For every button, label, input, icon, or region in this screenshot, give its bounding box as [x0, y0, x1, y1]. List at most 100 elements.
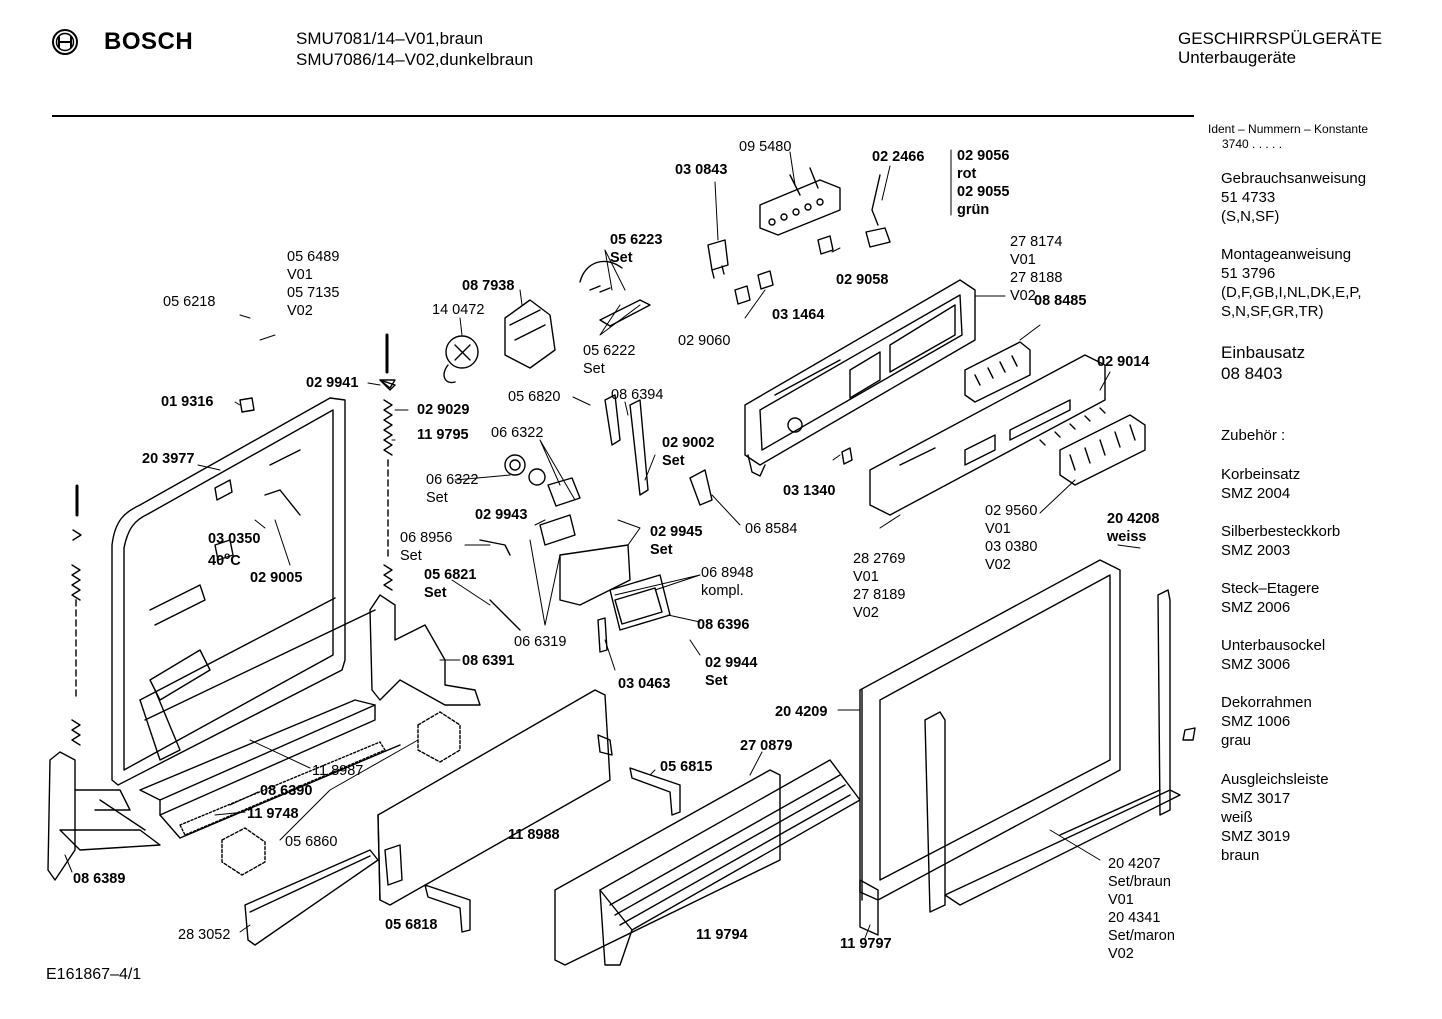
part-label-line: 27 8188	[1010, 270, 1063, 286]
part-label-line: 02 9014	[1097, 354, 1150, 370]
part-label-line: 06 8948	[701, 565, 754, 581]
left-spring-rod	[71, 484, 82, 746]
bosch-armature-icon	[52, 29, 78, 55]
part-label-line: 03 0380	[985, 539, 1038, 555]
part-label-line: 02 9943	[475, 507, 528, 523]
part-label-086394: 08 6394	[611, 386, 663, 404]
part-label-056818: 05 6818	[385, 916, 437, 934]
part-label-line: 05 6821	[424, 567, 477, 583]
center-bracket	[369, 594, 481, 706]
part-label-line: weiss	[1107, 529, 1147, 545]
sidebar-line: grau	[1221, 732, 1252, 749]
part-label-119748: 11 9748	[247, 805, 299, 823]
part-label-line: 02 9945	[650, 524, 703, 540]
wire-connector	[865, 174, 891, 248]
sidebar-line: SMZ 3006	[1221, 656, 1291, 673]
sidebar-line: Gebrauchsanweisung	[1221, 170, 1367, 187]
lower-trim-strip	[244, 849, 379, 946]
pins	[734, 235, 834, 305]
part-label-line: 40oC	[208, 551, 241, 569]
part-label-068584: 06 8584	[745, 520, 797, 538]
part-label-line: 03 0350	[208, 531, 261, 547]
sidebar-line: SMZ 3019	[1221, 828, 1291, 845]
part-label-203977: 20 3977	[142, 450, 194, 468]
part-label-line: V01	[853, 569, 879, 585]
part-label-line: 06 6322	[491, 425, 544, 441]
part-label-119794: 11 9794	[696, 926, 748, 944]
part-label-line: 03 0463	[618, 676, 671, 692]
brand-name: BOSCH	[104, 28, 194, 55]
part-label-line: V02	[287, 303, 313, 319]
sidebar-line: SMZ 2003	[1221, 542, 1291, 559]
part-label-line: 02 9560	[985, 503, 1038, 519]
sidebar-line: Unterbausockel	[1221, 637, 1326, 654]
sidebar-line: (D,F,GB,I,NL,DK,E,P,	[1221, 284, 1362, 301]
part-label-line: 05 6223	[610, 232, 663, 248]
part-label-line: 28 3052	[178, 927, 231, 943]
small-bracket-lower	[424, 884, 471, 933]
sidebar-line: Ausgleichsleiste	[1221, 771, 1329, 788]
part-label-056860: 05 6860	[285, 833, 337, 851]
sidebar-section: Einbausatz 08 8403	[1221, 342, 1305, 384]
sidebar-section: Zubehör :	[1221, 426, 1285, 445]
part-label-line: 20 4207	[1108, 856, 1161, 872]
part-label-line: 06 8584	[745, 521, 798, 537]
part-label-line: rot	[957, 166, 977, 182]
part-label-line: Set	[400, 548, 422, 564]
part-label-line: V02	[1010, 288, 1036, 304]
part-label-line: 05 6218	[163, 294, 216, 310]
timer-assembly	[443, 299, 556, 384]
door-inner-frame	[111, 397, 376, 786]
part-label-line: V02	[985, 557, 1011, 573]
leader-lines	[64, 149, 1141, 939]
sidebar-line: 51 4733	[1221, 189, 1276, 206]
part-label-119797: 11 9797	[840, 935, 892, 953]
part-label-line: 06 8956	[400, 530, 453, 546]
sidebar-line: 08 8403	[1221, 364, 1283, 383]
indicator-block	[964, 341, 1031, 403]
part-label-line: 02 9060	[678, 333, 731, 349]
part-label-031340: 03 1340	[783, 482, 835, 500]
sidebar-line: Silberbesteckkorb	[1221, 523, 1341, 540]
part-label-line: Set/braun	[1108, 874, 1171, 890]
part-label-140472: 14 0472	[432, 301, 484, 319]
part-label-066322-a: 06 6322	[491, 424, 543, 442]
part-label-line: 01 9316	[161, 394, 214, 410]
sidebar-line: (S,N,SF)	[1221, 208, 1280, 225]
part-label-line: 08 6391	[462, 653, 515, 669]
sidebar-line: Einbausatz	[1221, 343, 1306, 362]
part-label-line: Set	[705, 673, 728, 689]
part-label-line: 02 9056	[957, 148, 1010, 164]
front-kickplate	[554, 759, 861, 966]
part-label-line: 14 0472	[432, 302, 485, 318]
sidebar-line: braun	[1221, 847, 1260, 864]
part-label-line: 27 8189	[853, 587, 906, 603]
part-label-line: 03 0843	[675, 162, 728, 178]
part-label-line: V02	[853, 605, 879, 621]
part-label-line: 02 9944	[705, 655, 758, 671]
drawing-code: E161867–4/1	[46, 966, 142, 983]
dial-set	[579, 260, 651, 327]
bosch-logo	[50, 27, 80, 62]
small-connector	[707, 239, 729, 279]
part-label-line: 20 4208	[1107, 511, 1160, 527]
model-line-2: SMU7086/14–V02,dunkelbraun	[296, 50, 534, 69]
part-label-line: V02	[1108, 946, 1134, 962]
part-label-029943: 02 9943	[475, 506, 527, 524]
sidebar-line: Montageanweisung	[1221, 246, 1352, 263]
part-label-056815: 05 6815	[660, 758, 712, 776]
part-label-line: 02 9002	[662, 435, 715, 451]
part-label-line: Set	[583, 361, 605, 377]
